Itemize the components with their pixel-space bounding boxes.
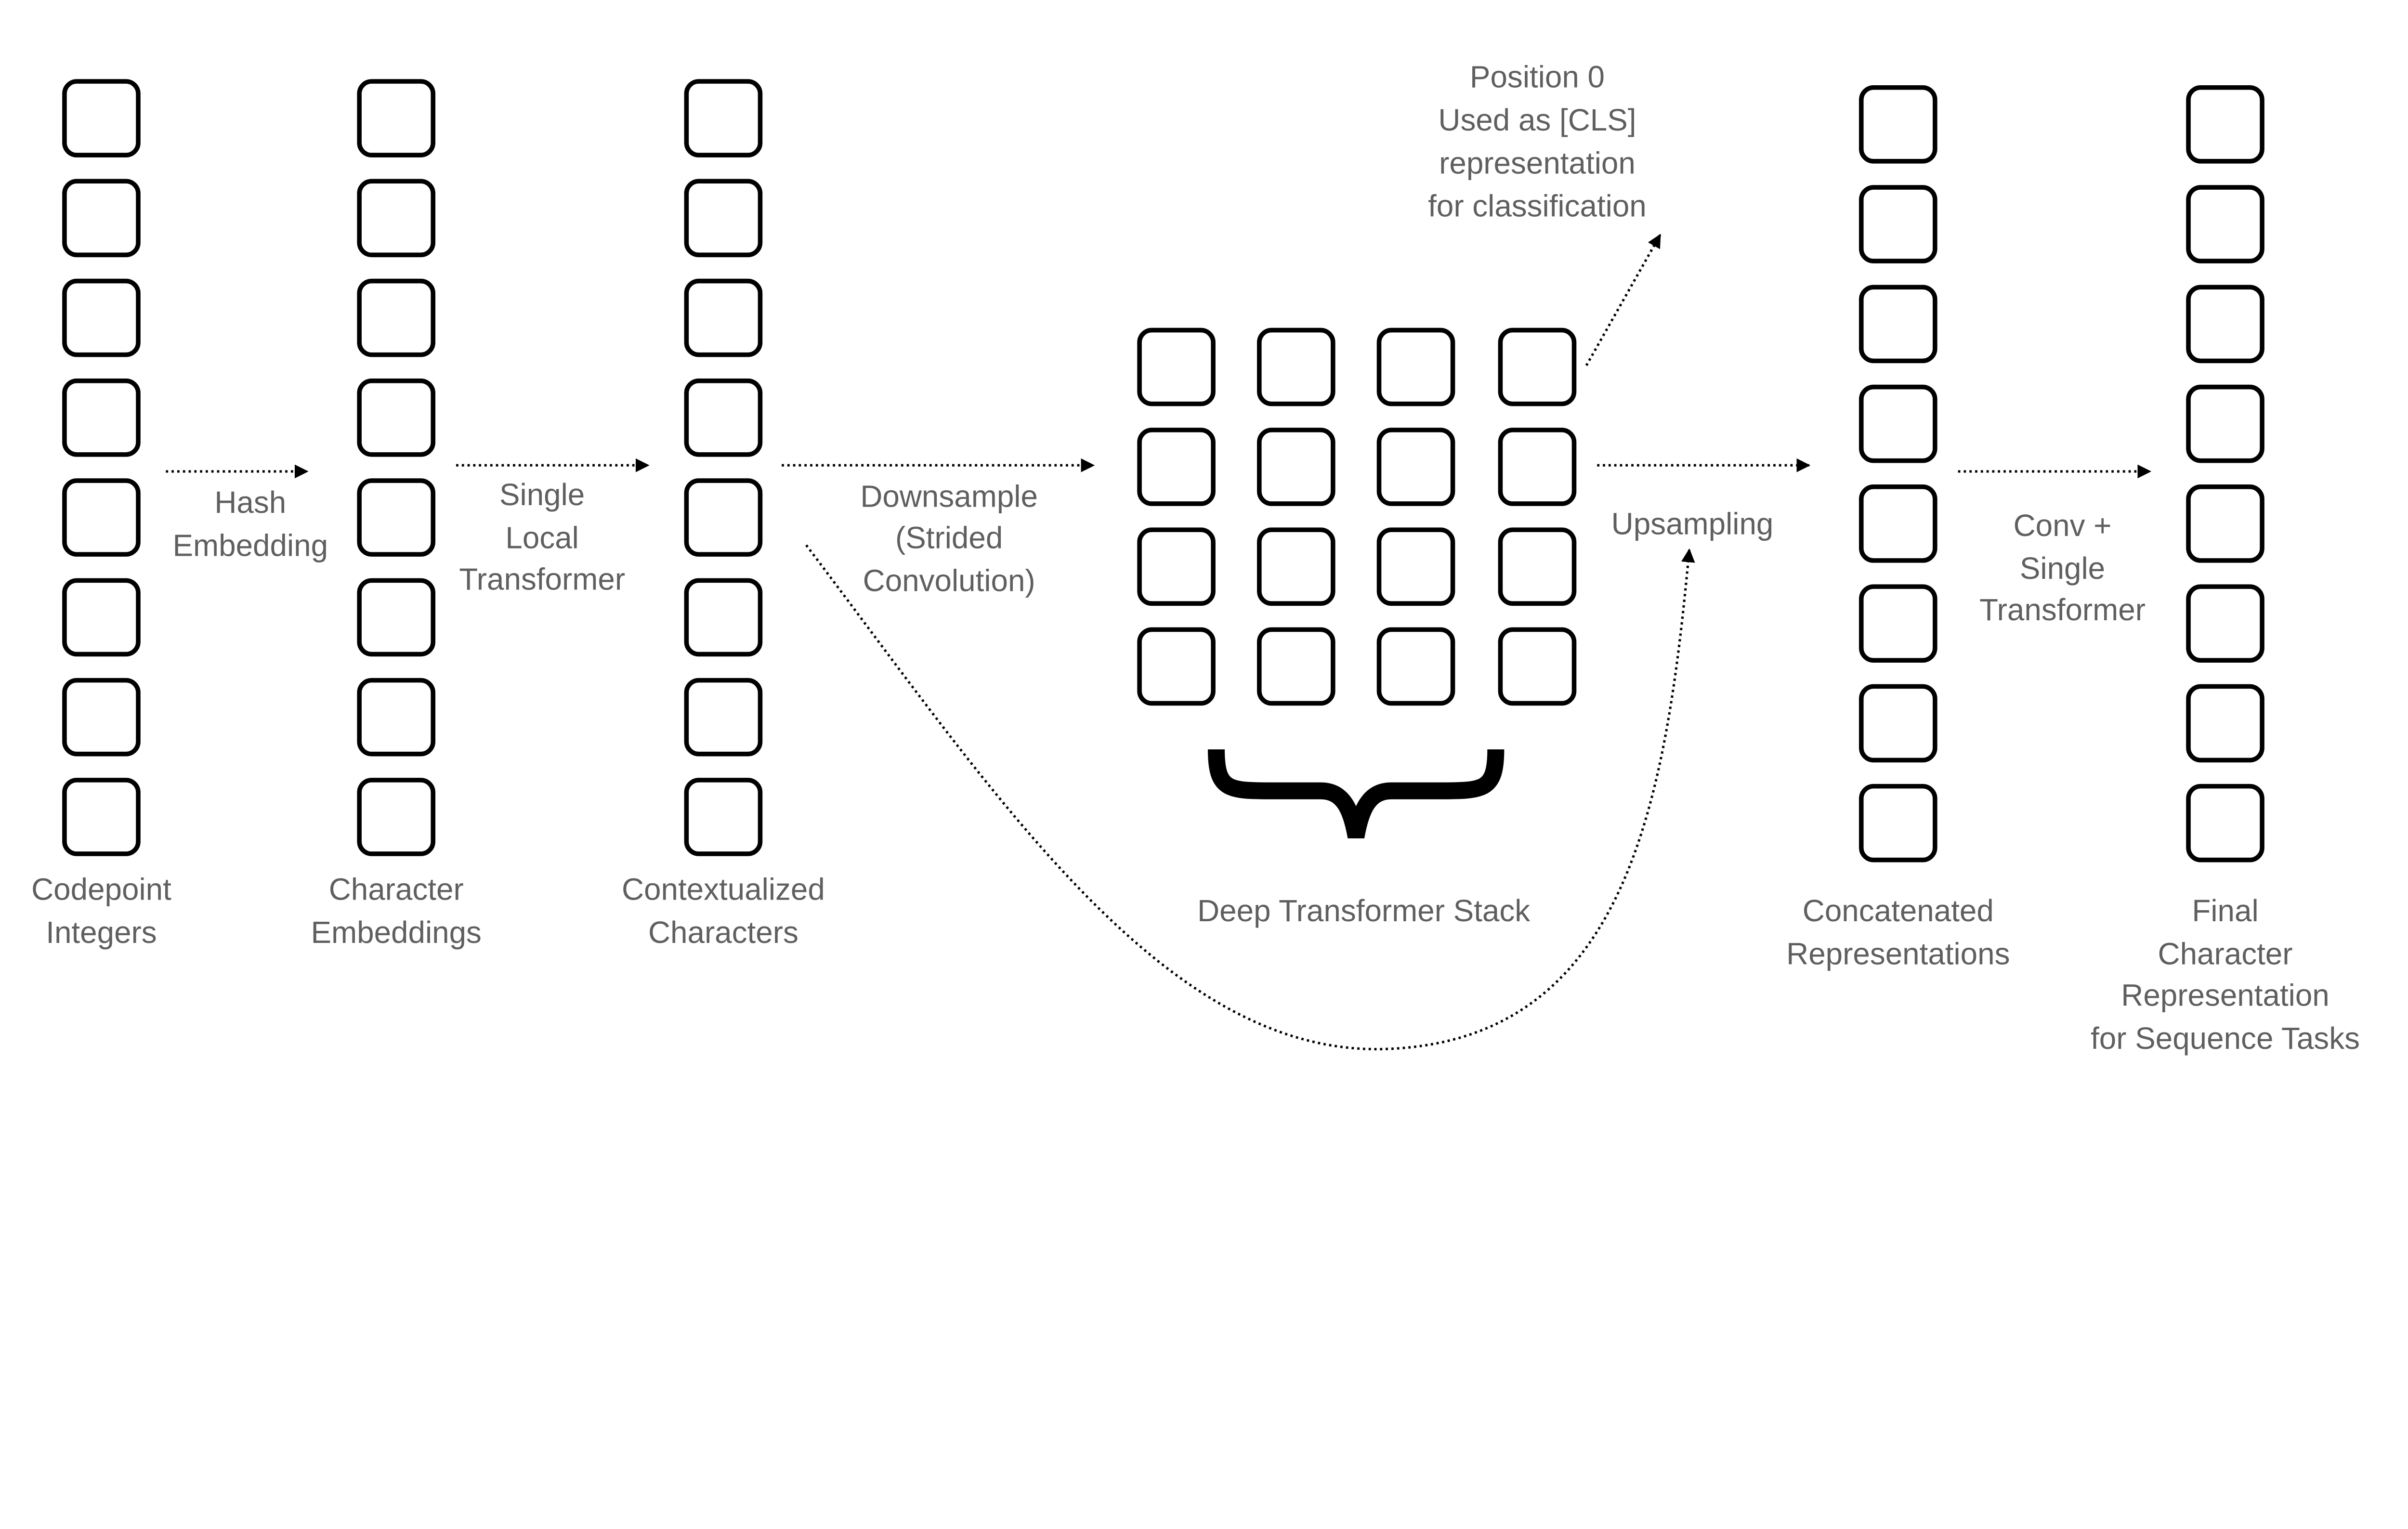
deep-stack-box <box>1257 428 1335 506</box>
concatenated-box <box>1859 85 1937 164</box>
concatenated-box <box>1859 484 1937 563</box>
contextualized-box <box>684 678 763 757</box>
deep-stack-box <box>1137 527 1216 606</box>
deep-stack-box <box>1498 527 1577 606</box>
contextualized-box <box>684 179 763 258</box>
label-deep-transformer-stack: Deep Transformer Stack <box>1197 893 1530 928</box>
contextualized-box <box>684 79 763 157</box>
char-embeddings-box <box>357 79 436 157</box>
arrow-cls <box>1585 234 1662 366</box>
residual-skip-arrow <box>805 544 1695 1051</box>
final-box <box>2186 384 2264 463</box>
contextualized-box <box>684 379 763 457</box>
concatenated-box <box>1859 384 1937 463</box>
codepoints-box <box>62 278 141 357</box>
label-upsampling: Upsampling <box>1611 507 1774 541</box>
codepoints-box <box>62 379 141 457</box>
deep-stack-box <box>1376 327 1455 406</box>
deep-stack-box <box>1137 327 1216 406</box>
stack-brace <box>1207 749 1505 838</box>
contextualized-box <box>684 478 763 557</box>
concatenated-box <box>1859 784 1937 863</box>
deep-stack-box <box>1376 627 1455 706</box>
deep-stack-box <box>1498 627 1577 706</box>
char-embeddings-box <box>357 278 436 357</box>
char-embeddings-box <box>357 578 436 657</box>
deep-stack-box <box>1257 627 1335 706</box>
concatenated-box <box>1859 584 1937 663</box>
codepoints-box <box>62 478 141 557</box>
final-box <box>2186 684 2264 763</box>
final-box <box>2186 285 2264 364</box>
deep-stack-box <box>1137 428 1216 506</box>
final-box <box>2186 784 2264 863</box>
concatenated-box <box>1859 285 1937 364</box>
char-embeddings-box <box>357 478 436 557</box>
deep-stack-box <box>1257 527 1335 606</box>
char-embeddings-box <box>357 778 436 856</box>
codepoints-box <box>62 578 141 657</box>
deep-stack-box <box>1376 527 1455 606</box>
char-embeddings-box <box>357 179 436 258</box>
deep-stack-box <box>1498 428 1577 506</box>
deep-stack-box <box>1257 327 1335 406</box>
contextualized-box <box>684 578 763 657</box>
contextualized-box <box>684 278 763 357</box>
final-box <box>2186 484 2264 563</box>
codepoints-box <box>62 678 141 757</box>
codepoints-box <box>62 179 141 258</box>
char-embeddings-box <box>357 678 436 757</box>
deep-stack-box <box>1498 327 1577 406</box>
box-layer <box>62 79 2264 863</box>
final-box <box>2186 584 2264 663</box>
concatenated-box <box>1859 185 1937 263</box>
deep-stack-box <box>1137 627 1216 706</box>
final-box <box>2186 85 2264 164</box>
final-box <box>2186 185 2264 263</box>
contextualized-box <box>684 778 763 856</box>
char-embeddings-box <box>357 379 436 457</box>
deep-stack-box <box>1376 428 1455 506</box>
codepoints-box <box>62 778 141 856</box>
codepoints-box <box>62 79 141 157</box>
concatenated-box <box>1859 684 1937 763</box>
